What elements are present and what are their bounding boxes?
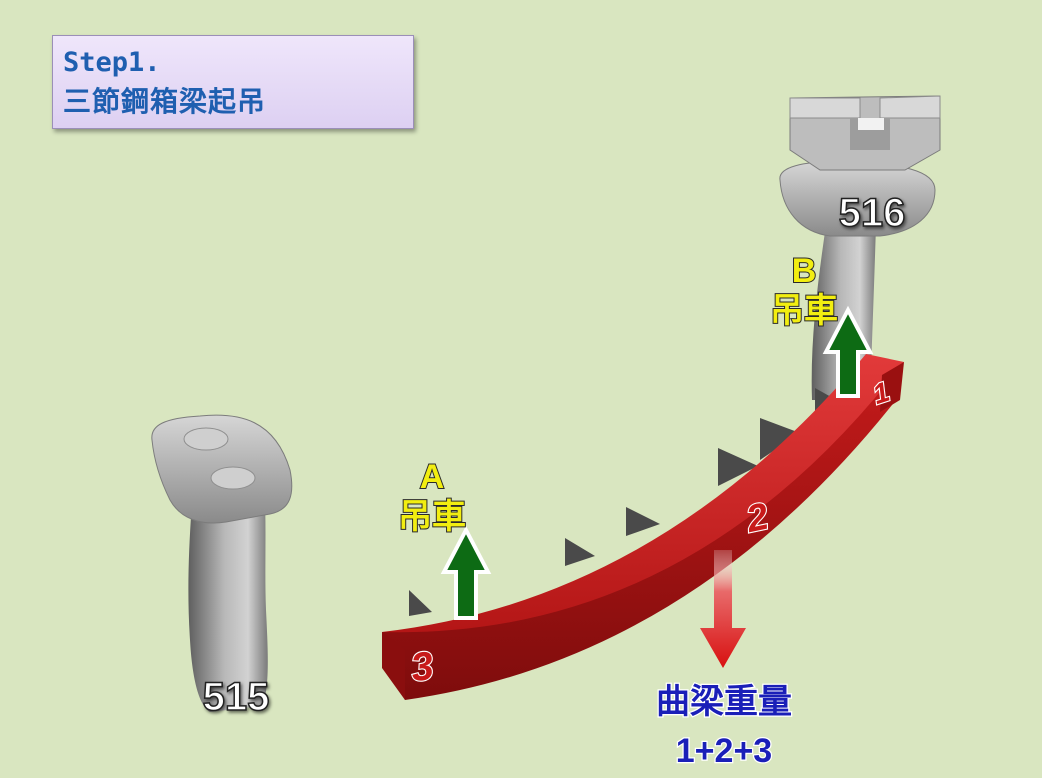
crane-b: B 吊車	[769, 251, 874, 398]
crane-b-label: 吊車	[770, 291, 838, 331]
diaphragm-plate	[409, 590, 432, 616]
pier-515: 515	[151, 414, 293, 720]
crane-b-arrow	[822, 305, 874, 398]
pier-516-number: 516	[839, 191, 906, 235]
weight-arrow	[700, 550, 746, 668]
diaphragm-plate	[565, 538, 595, 566]
weight-label: 曲梁重量	[656, 682, 792, 722]
girder-end-face	[382, 632, 405, 700]
girder-weight: 曲梁重量 1+2+3	[655, 550, 793, 771]
diaphragm-plate	[718, 448, 758, 486]
weight-formula: 1+2+3	[676, 732, 772, 770]
diaphragm-plate	[760, 418, 800, 460]
girder-front-face	[880, 362, 904, 412]
pier-515-bearing-bottom	[210, 466, 256, 490]
pier-516-bracket	[789, 95, 941, 171]
crane-b-letter: B	[792, 252, 817, 290]
step-title-box: Step1. 三節鋼箱梁起吊	[52, 35, 414, 129]
crane-a-arrow	[440, 525, 492, 620]
crane-a: A 吊車	[397, 457, 492, 620]
crane-a-letter: A	[420, 458, 445, 496]
pier-515-bearing-top	[183, 427, 229, 451]
step-description: 三節鋼箱梁起吊	[63, 85, 267, 118]
step-number: Step1.	[63, 47, 161, 78]
pier-515-number: 515	[203, 675, 270, 719]
diaphragm-plate	[626, 507, 660, 536]
crane-a-label: 吊車	[398, 497, 466, 537]
pier-516: 516	[779, 95, 941, 400]
